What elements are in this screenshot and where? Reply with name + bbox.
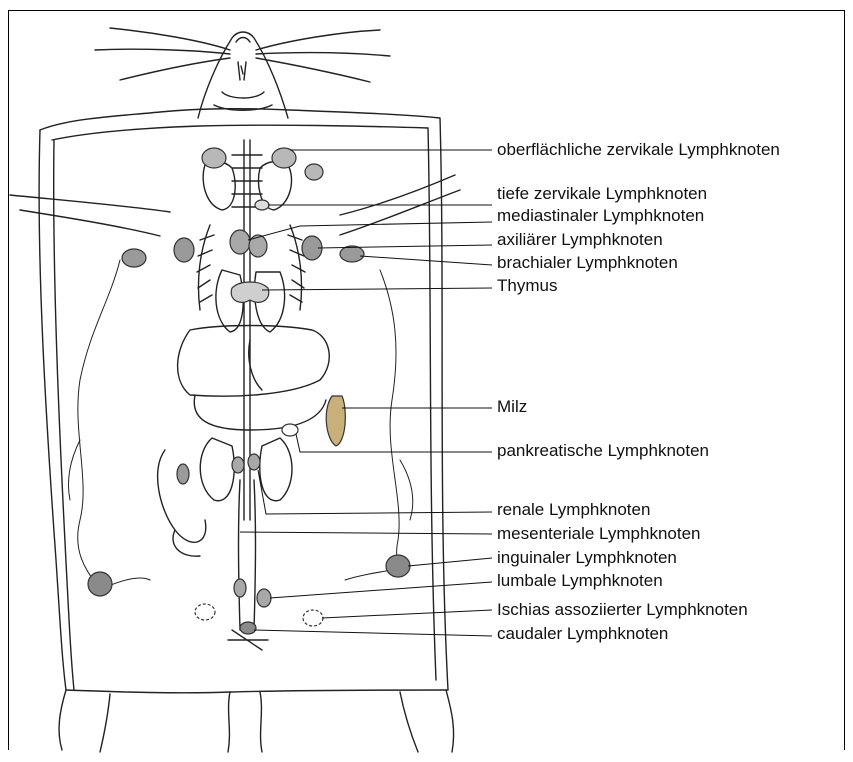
node-superficial-cervical-left (202, 148, 226, 168)
label-renal: renale Lymphknoten (497, 500, 650, 520)
label-mesenteric: mesenteriale Lymphknoten (497, 524, 701, 544)
node-lumbar-left (234, 579, 246, 597)
leader-brachial (360, 256, 492, 265)
node-brachial-left (122, 249, 146, 267)
thymus (231, 282, 269, 302)
leader-lumbar (270, 582, 492, 598)
node-sciatic-left (195, 604, 215, 620)
lymph-nodes (88, 148, 410, 634)
label-thymus: Thymus (497, 276, 557, 296)
leader-thymus (262, 288, 492, 290)
node-superficial-cervical-right (272, 148, 296, 168)
leader-axillary (318, 245, 492, 248)
node-mesenteric (177, 464, 189, 484)
node-deep-cervical (255, 200, 269, 210)
node-caudal (240, 622, 256, 634)
node-superficial-cervical-outer (305, 164, 323, 180)
salivary-glands (203, 162, 291, 210)
node-axillary-left (174, 238, 194, 262)
leader-pancreatic (296, 434, 492, 452)
leader-mediastinal (248, 222, 492, 240)
label-caudal: caudaler Lymphknoten (497, 624, 668, 644)
label-deep-cervical: tiefe zervikale Lymphknoten (497, 184, 707, 204)
leader-mesenteric (240, 532, 492, 534)
leader-caudal (254, 630, 492, 636)
label-superficial-cervical: oberflächliche zervikale Lymphknoten (497, 140, 780, 160)
label-sciatic: Ischias assoziierter Lymphknoten (497, 600, 748, 620)
label-axillary: axiliärer Lymphknoten (497, 230, 663, 250)
leader-renal (258, 470, 492, 514)
node-inguinal-right (386, 555, 410, 577)
node-mediastinal-left (230, 230, 250, 254)
label-lumbar: lumbale Lymphknoten (497, 571, 663, 591)
node-inguinal-left (88, 572, 112, 596)
node-renal-left (232, 457, 244, 473)
leader-sciatic (322, 610, 492, 618)
mouse-head (95, 28, 390, 118)
label-spleen: Milz (497, 397, 527, 417)
node-lumbar-right (257, 589, 271, 607)
node-brachial-right (340, 246, 364, 262)
node-renal-right (248, 454, 260, 470)
spleen (326, 396, 345, 446)
node-sciatic-right (303, 610, 323, 626)
node-mediastinal-right (249, 235, 267, 257)
label-brachial: brachialer Lymphknoten (497, 253, 678, 273)
leader-inguinal (408, 558, 492, 566)
vessels (68, 260, 412, 590)
label-inguinal: inguinaler Lymphknoten (497, 548, 677, 568)
label-mediastinal: mediastinaler Lymphknoten (497, 206, 704, 226)
label-pancreatic: pankreatische Lymphknoten (497, 441, 709, 461)
